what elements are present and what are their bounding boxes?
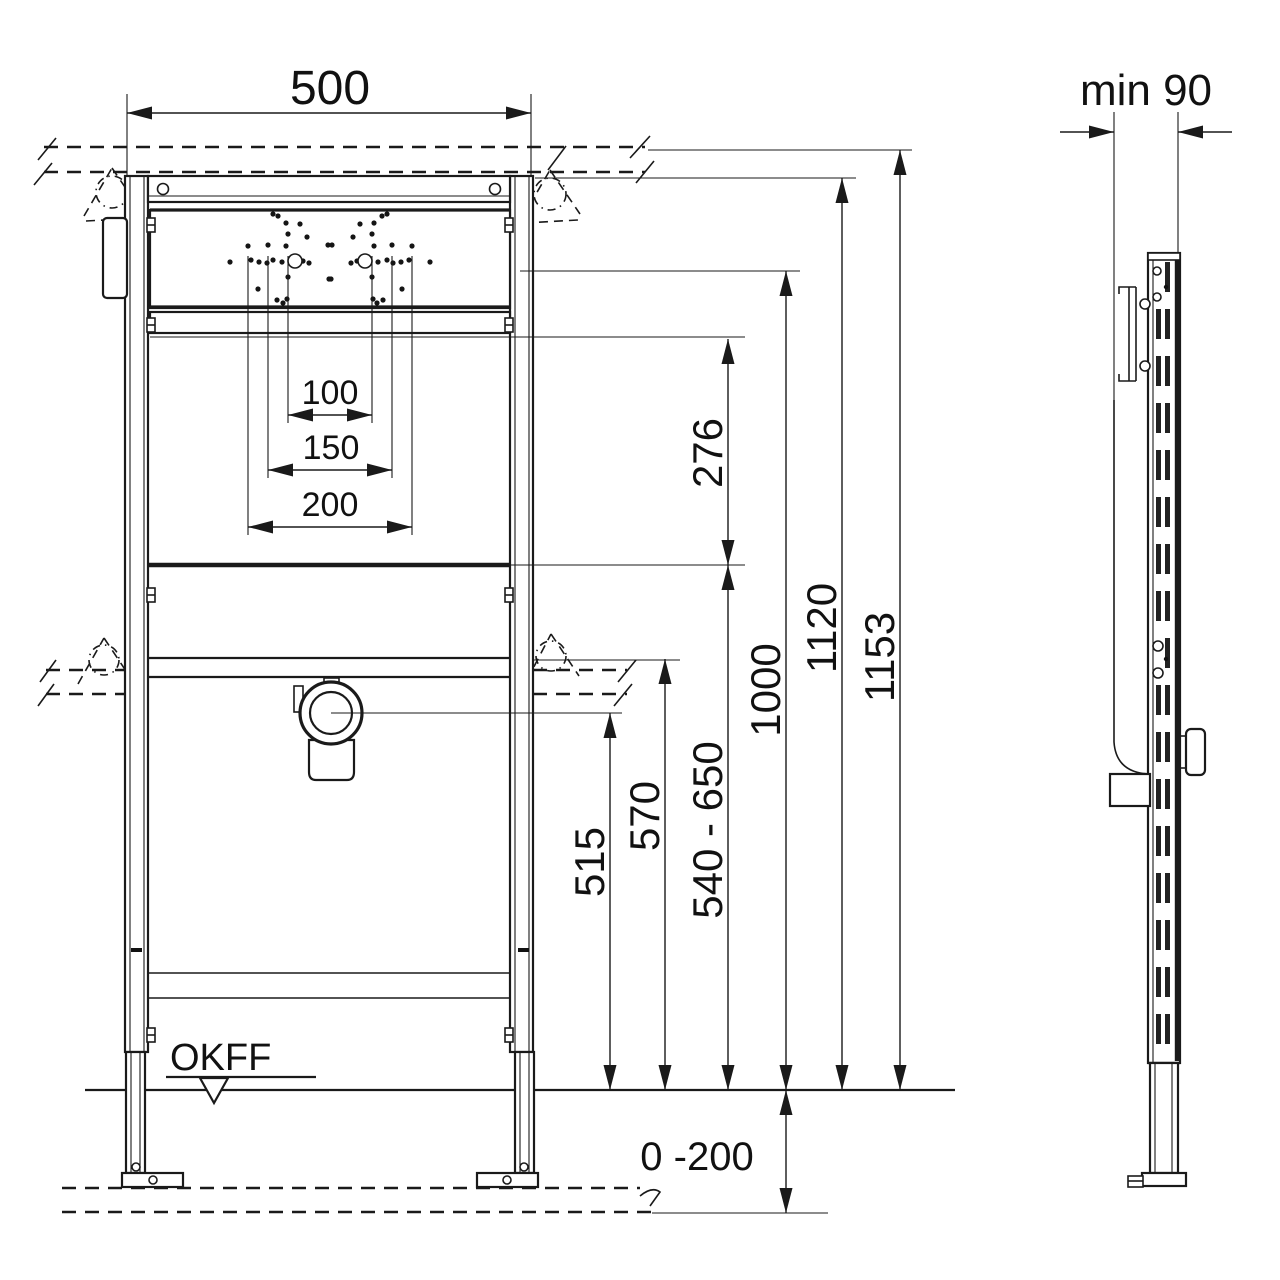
dim-frame-width-label: 500 bbox=[290, 62, 370, 115]
dim-support-height: 570 bbox=[621, 659, 672, 1090]
lower-tank-rail bbox=[148, 310, 745, 338]
top-rail bbox=[146, 174, 512, 204]
tank-mounting-plate bbox=[148, 208, 512, 310]
frame-right-column bbox=[508, 174, 535, 1054]
dimension-annotations: 500 min 90 100 150 200 bbox=[126, 62, 1232, 1213]
bottom-crossbar bbox=[148, 972, 510, 999]
ceiling-slab-hatch bbox=[33, 135, 655, 186]
dim-spacing-100-label: 100 bbox=[302, 374, 359, 412]
dim-ceramic-range-label: 540 - 650 bbox=[684, 741, 731, 918]
rail-leg bbox=[1148, 1061, 1180, 1175]
dim-plate-offset-label: 276 bbox=[684, 418, 731, 488]
frame-foot-left bbox=[120, 1171, 185, 1189]
okff-label: OKFF bbox=[170, 1037, 271, 1079]
frame-leg-right bbox=[513, 1050, 536, 1175]
dim-drain-height-label: 515 bbox=[566, 827, 613, 897]
drain-socket bbox=[293, 677, 364, 782]
mid-wall-hatch-right bbox=[526, 633, 637, 707]
drain-elbow-side bbox=[1108, 400, 1152, 808]
screw-hole-left bbox=[156, 182, 170, 196]
dim-spacing-150: 150 bbox=[267, 256, 393, 478]
dim-floor-buildup: 0 -200 bbox=[640, 1090, 793, 1213]
dim-plate-offset: 276 bbox=[684, 339, 735, 565]
frame-left-column bbox=[123, 174, 150, 1054]
dim-support-height-label: 570 bbox=[621, 781, 668, 851]
flush-pipe-housing bbox=[101, 216, 129, 300]
wall-bracket bbox=[1118, 286, 1151, 382]
front-view bbox=[101, 174, 745, 1189]
mid-wall-hatch-left bbox=[37, 637, 133, 707]
rail-profile bbox=[1146, 251, 1182, 1065]
dim-connection-height-label: 1000 bbox=[742, 643, 789, 736]
rail-slots bbox=[1156, 262, 1170, 1044]
dim-spacing-100: 100 bbox=[287, 256, 373, 423]
side-view bbox=[1108, 251, 1207, 1188]
frame-leg-left bbox=[124, 1050, 147, 1175]
rail-clips bbox=[146, 217, 514, 1043]
okff-datum: OKFF bbox=[166, 1037, 316, 1106]
dim-min-depth-label: min 90 bbox=[1080, 66, 1212, 115]
dim-min-depth: min 90 bbox=[1060, 66, 1232, 400]
dim-total-height: 1153 bbox=[856, 150, 907, 1090]
frame-foot-right bbox=[475, 1171, 540, 1189]
dim-floor-buildup-label: 0 -200 bbox=[640, 1135, 753, 1179]
dim-ceramic-range: 540 - 650 bbox=[684, 565, 735, 1090]
dim-drain-height: 515 bbox=[566, 713, 617, 1090]
support-crossbar bbox=[148, 656, 680, 679]
raw-floor-hatch bbox=[62, 1186, 662, 1214]
dim-spacing-150-label: 150 bbox=[303, 429, 360, 467]
dim-spacing-200-label: 200 bbox=[302, 486, 359, 524]
dim-upper-frame-height: 1120 bbox=[798, 178, 849, 1090]
plate-perforation-dots bbox=[227, 211, 433, 306]
dim-spacing-200: 200 bbox=[247, 256, 413, 535]
dim-frame-width: 500 bbox=[126, 62, 532, 176]
screw-hole-right bbox=[488, 182, 502, 196]
dim-upper-frame-height-label: 1120 bbox=[798, 583, 845, 673]
dim-connection-height: 1000 bbox=[742, 271, 793, 1090]
rail-foot bbox=[1127, 1171, 1188, 1188]
dim-total-height-label: 1153 bbox=[856, 612, 903, 702]
rear-connection-box bbox=[1180, 727, 1207, 777]
